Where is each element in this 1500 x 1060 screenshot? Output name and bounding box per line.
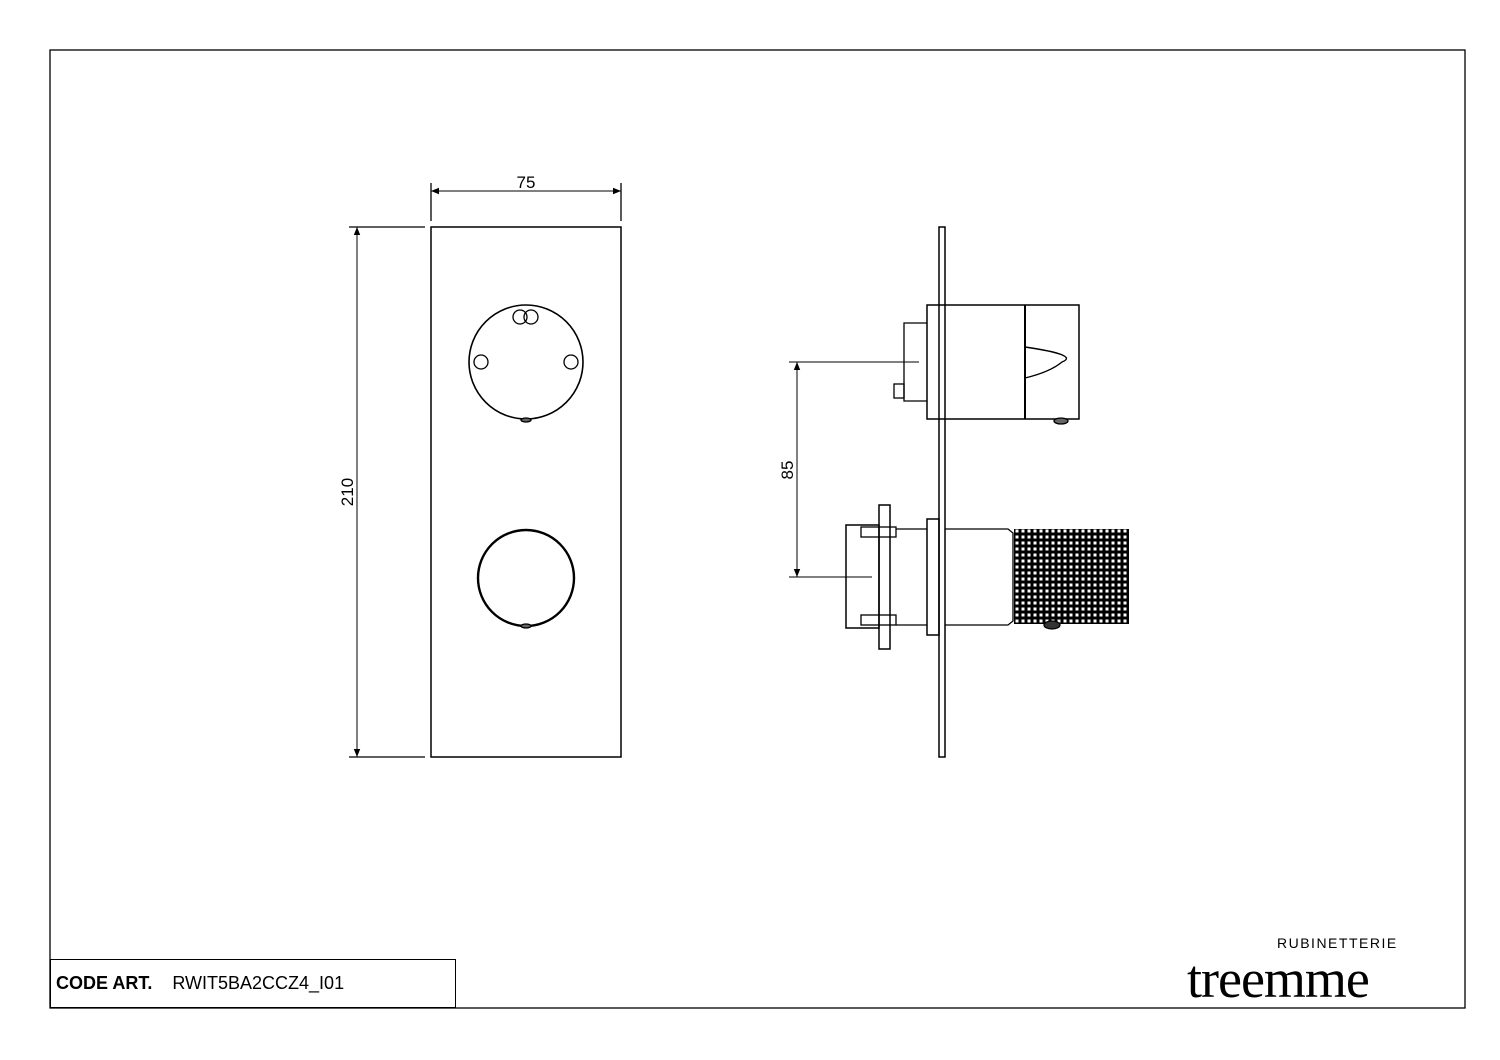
front-view [349,183,622,758]
logo-brand: treemme [1187,949,1370,1009]
brand-logo: RUBINETTERIE treemme [1185,936,1460,1008]
dimension-height: 210 [338,478,357,506]
side-view [789,226,1129,758]
logo-subtitle: RUBINETTERIE [1277,935,1398,951]
code-label: CODE ART. [56,973,153,993]
dimension-spacing: 85 [778,461,797,480]
title-block: CODE ART. RWIT5BA2CCZ4_I01 [50,959,456,1008]
sheet-border [49,49,1466,1009]
code-value: RWIT5BA2CCZ4_I01 [172,973,345,993]
dimension-width: 75 [517,173,536,192]
